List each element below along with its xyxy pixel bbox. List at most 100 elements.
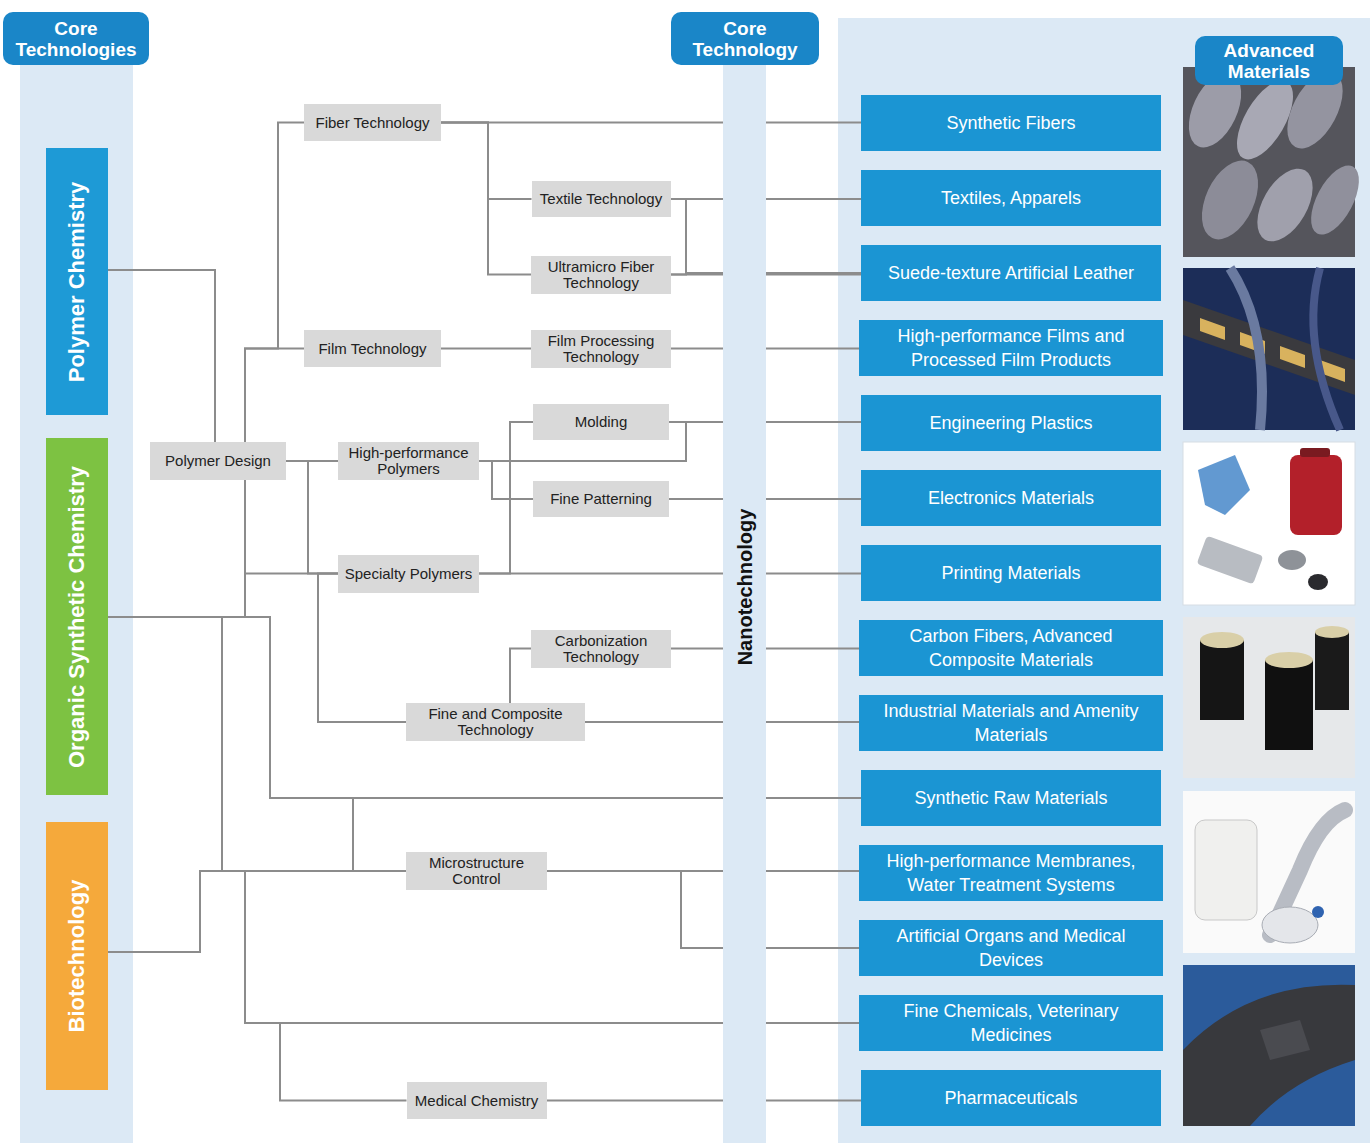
node-label: Textiles, Apparels	[941, 186, 1081, 210]
tray-part	[1197, 536, 1264, 585]
connector	[441, 122, 861, 124]
product-box: High-performance Membranes, Water Treatm…	[859, 845, 1163, 901]
node-label: Core Technologies	[7, 18, 145, 60]
node-label: Specialty Polymers	[345, 566, 473, 582]
product-box: Printing Materials	[861, 545, 1161, 601]
filter-base	[1262, 907, 1318, 943]
connector	[547, 1100, 862, 1102]
film-photo	[1183, 268, 1355, 430]
node-label: Biotechnology	[64, 880, 90, 1033]
core-band	[20, 30, 133, 1143]
node-label: Engineering Plastics	[929, 411, 1092, 435]
suitcase-handle	[1300, 448, 1330, 457]
process-box: Polymer Design	[150, 442, 286, 480]
header-pill: Core Technologies	[3, 12, 149, 65]
fiber-tuft	[1190, 152, 1269, 248]
leather-fold	[1260, 1020, 1310, 1060]
spool	[1315, 632, 1349, 710]
node-label: Printing Materials	[941, 561, 1080, 585]
node-label: High-performance Films and Processed Fil…	[869, 324, 1153, 372]
product-box: Pharmaceuticals	[861, 1070, 1161, 1126]
small-part	[1308, 574, 1328, 590]
connector	[479, 573, 861, 575]
core-bar: Biotechnology	[46, 822, 108, 1090]
node-label: Polymer Chemistry	[64, 181, 90, 382]
node-label: Synthetic Raw Materials	[914, 786, 1107, 810]
product-box: Fine Chemicals, Veterinary Medicines	[859, 995, 1163, 1051]
photo-ground	[1183, 442, 1355, 605]
node-label: Fine Patterning	[550, 491, 652, 507]
spool-top	[1315, 626, 1349, 638]
connector	[671, 199, 861, 275]
process-box: Film Technology	[304, 330, 441, 367]
node-label: Fine Chemicals, Veterinary Medicines	[869, 999, 1153, 1047]
node-label: Core Technology	[675, 18, 815, 60]
node-label: Synthetic Fibers	[946, 111, 1075, 135]
filter-cartridge	[1195, 820, 1257, 920]
connector	[547, 871, 859, 948]
filter-dial	[1312, 906, 1324, 918]
film-curl	[1230, 268, 1262, 430]
node-label: Electronics Materials	[928, 486, 1094, 510]
connector	[585, 721, 859, 723]
connector	[479, 461, 533, 499]
fiber-tuft	[1246, 159, 1324, 250]
connector	[108, 270, 215, 442]
photo-ground	[1183, 617, 1355, 778]
node-label: Film Processing Technology	[537, 333, 665, 365]
product-box: Suede-texture Artificial Leather	[861, 245, 1161, 301]
spool-top	[1200, 632, 1244, 648]
product-box: Carbon Fibers, Advanced Composite Materi…	[859, 620, 1163, 676]
node-label: Suede-texture Artificial Leather	[888, 261, 1134, 285]
connector	[108, 480, 245, 617]
connector	[108, 871, 407, 1101]
process-box: Fiber Technology	[304, 104, 441, 141]
node-label: High-performance Membranes, Water Treatm…	[869, 849, 1153, 897]
clear-part	[1198, 455, 1250, 515]
node-label: Artificial Organs and Medical Devices	[869, 924, 1153, 972]
process-box: Microstructure Control	[406, 852, 547, 890]
photo-ground	[1183, 965, 1355, 1126]
process-box: Molding	[533, 404, 669, 440]
node-label: Ultramicro Fiber Technology	[537, 259, 665, 291]
node-label: Nanotechnology	[733, 508, 756, 665]
connector	[286, 461, 338, 574]
photo-ground	[1183, 791, 1355, 953]
film-curl	[1313, 268, 1340, 430]
node-label: Fine and Composite Technology	[412, 706, 579, 738]
node-label: Microstructure Control	[412, 855, 541, 887]
spool	[1200, 640, 1244, 720]
header-pill: Core Technology	[671, 12, 819, 65]
process-box: Carbonization Technology	[531, 630, 671, 668]
node-label: Industrial Materials and Amenity Materia…	[869, 699, 1153, 747]
node-label: High-performance Polymers	[344, 445, 473, 477]
film-strip	[1183, 300, 1355, 395]
core-bar: Polymer Chemistry	[46, 148, 108, 415]
node-label: Advanced Materials	[1199, 40, 1339, 82]
product-box: Synthetic Raw Materials	[861, 770, 1161, 826]
suitcase	[1290, 455, 1342, 535]
header-pill: Advanced Materials	[1195, 36, 1343, 85]
node-label: Film Technology	[318, 341, 426, 357]
process-box: Textile Technology	[532, 181, 671, 217]
small-part	[1278, 550, 1306, 570]
connector	[441, 348, 531, 350]
photo-ground	[1183, 268, 1355, 430]
process-box: Medical Chemistry	[407, 1082, 547, 1119]
process-box: Film Processing Technology	[531, 330, 671, 368]
product-box: Industrial Materials and Amenity Materia…	[859, 695, 1163, 751]
connector	[479, 422, 533, 574]
product-box: Textiles, Apparels	[861, 170, 1161, 226]
connector	[108, 617, 406, 871]
process-box: Fine Patterning	[533, 481, 669, 517]
spool	[1265, 660, 1313, 750]
product-box: Synthetic Fibers	[861, 95, 1161, 151]
node-label: Medical Chemistry	[415, 1093, 538, 1109]
leather-sheet	[1183, 985, 1355, 1126]
node-label: Textile Technology	[540, 191, 662, 207]
process-box: Specialty Polymers	[338, 555, 479, 593]
node-label: Organic Synthetic Chemistry	[64, 466, 90, 768]
connector	[108, 574, 338, 618]
